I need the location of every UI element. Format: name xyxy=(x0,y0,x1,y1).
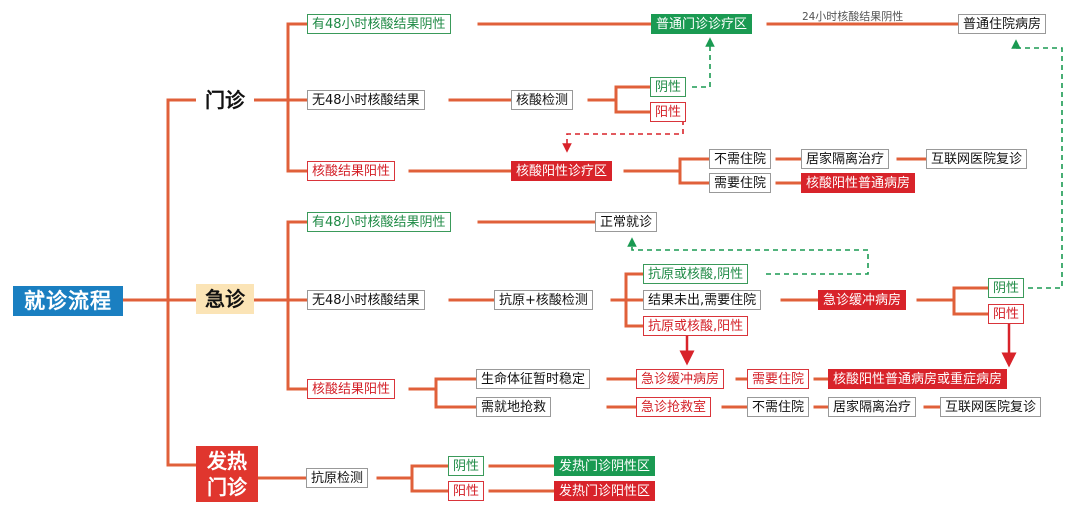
er-severe-ward-box: 核酸阳性普通病房或重症病房 xyxy=(828,369,1008,389)
er-home-iso-box: 居家隔离治疗 xyxy=(828,397,917,417)
er-no-hosp-box: 不需住院 xyxy=(747,397,810,417)
category-fever-line1: 发热 xyxy=(207,449,247,473)
er-need-hosp-box: 需要住院 xyxy=(747,369,810,389)
er-rescue-room-box: 急诊抢救室 xyxy=(636,397,712,417)
er-neg-any-box: 抗原或核酸,阴性 xyxy=(643,264,749,284)
er-pos-box: 阳性 xyxy=(988,304,1025,324)
category-fever: 发热 门诊 xyxy=(196,446,258,502)
op-need-hosp-box: 需要住院 xyxy=(709,173,772,193)
fv-pos-zone-box: 发热门诊阳性区 xyxy=(554,481,656,501)
fv-test-box: 抗原检测 xyxy=(306,468,369,488)
op-general-clinic-box: 普通门诊诊疗区 xyxy=(651,14,753,34)
op-pos-box: 阳性 xyxy=(650,102,687,122)
fv-neg-box: 阴性 xyxy=(448,456,485,476)
op-no48-box: 无48小时核酸结果 xyxy=(307,90,425,110)
er-stable-box: 生命体征暂时稳定 xyxy=(476,369,591,389)
er-buffer-ward2-box: 急诊缓冲病房 xyxy=(636,369,725,389)
category-fever-line2: 门诊 xyxy=(207,475,247,499)
op-neg48-box: 有48小时核酸结果阴性 xyxy=(307,14,451,34)
op-pos-clinic-box: 核酸阳性诊疗区 xyxy=(511,161,613,181)
category-outpatient: 门诊 xyxy=(196,86,254,114)
fv-pos-box: 阳性 xyxy=(448,481,485,501)
op-no-hosp-box: 不需住院 xyxy=(709,149,772,169)
er-pending-box: 结果未出,需要住院 xyxy=(643,290,762,310)
op-24h-note: 24小时核酸结果阴性 xyxy=(802,10,904,23)
er-test-box: 抗原+核酸检测 xyxy=(494,290,593,310)
op-neg-box: 阴性 xyxy=(650,77,687,97)
er-buffer-ward-box: 急诊缓冲病房 xyxy=(818,290,907,310)
er-neg48-box: 有48小时核酸结果阴性 xyxy=(307,212,451,232)
er-no48-box: 无48小时核酸结果 xyxy=(307,290,425,310)
op-test-box: 核酸检测 xyxy=(511,90,574,110)
op-pos-ward-box: 核酸阳性普通病房 xyxy=(801,173,916,193)
op-pos-result-box: 核酸结果阳性 xyxy=(307,161,396,181)
op-home-iso-box: 居家隔离治疗 xyxy=(801,149,890,169)
root-title: 就诊流程 xyxy=(13,286,123,316)
er-pos-any-box: 抗原或核酸,阳性 xyxy=(643,316,749,336)
er-normal-box: 正常就诊 xyxy=(595,212,658,232)
fv-neg-zone-box: 发热门诊阴性区 xyxy=(554,456,656,476)
er-pos-result-box: 核酸结果阳性 xyxy=(307,379,396,399)
category-emergency: 急诊 xyxy=(196,284,254,314)
er-internet-followup-box: 互联网医院复诊 xyxy=(940,397,1042,417)
er-rescue-box: 需就地抢救 xyxy=(476,397,552,417)
er-neg-box: 阴性 xyxy=(988,278,1025,298)
op-general-ward-box: 普通住院病房 xyxy=(958,14,1047,34)
op-internet-followup-box: 互联网医院复诊 xyxy=(926,149,1028,169)
